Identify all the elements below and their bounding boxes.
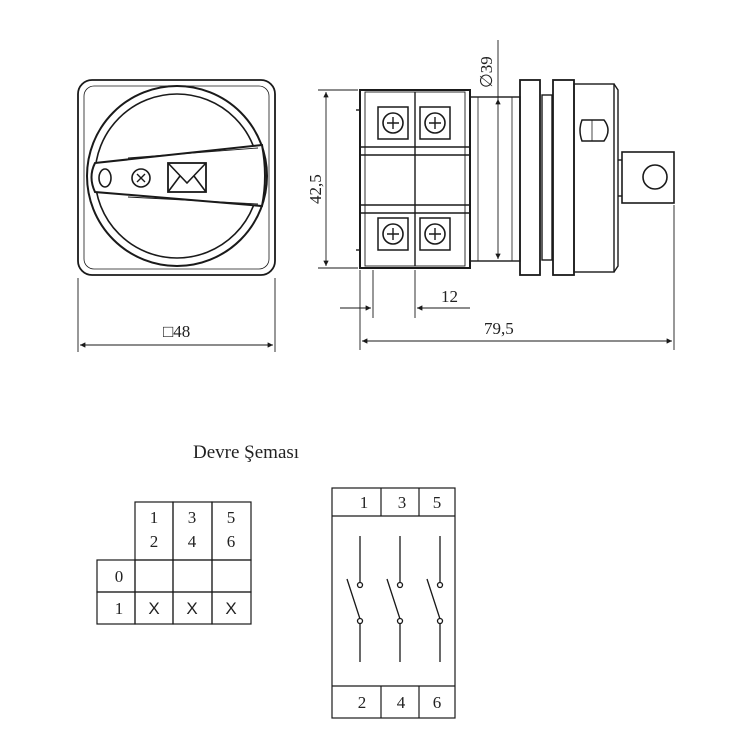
padlock-lug (621, 151, 675, 204)
row1-mark-1: X (148, 599, 159, 618)
width-dimension-label: □48 (163, 322, 190, 341)
bottom-terminal-4: 4 (397, 693, 406, 712)
contact-schematic (331, 487, 456, 719)
bottom-terminal-6: 6 (433, 693, 442, 712)
front-plate (77, 79, 276, 276)
contact-icon (386, 536, 404, 662)
switching-table (96, 501, 252, 625)
height-dimension-label: 42,5 (306, 174, 325, 204)
table-header-4: 4 (188, 532, 197, 551)
mounting-flange (519, 79, 541, 276)
front-view (77, 79, 276, 276)
terminal-screw-icon (419, 217, 451, 251)
contact-icon (346, 536, 364, 662)
table-header-1: 1 (150, 508, 159, 527)
row-label-0: 0 (115, 567, 124, 586)
side-view (356, 79, 675, 276)
terminal-screw-icon (377, 106, 409, 140)
bottom-terminal-2: 2 (358, 693, 367, 712)
padlock-hole-icon (642, 164, 668, 190)
rotary-handle (90, 143, 266, 208)
knob-ring (86, 85, 268, 267)
handle-pointer-icon (98, 168, 112, 188)
top-terminal-3: 3 (398, 493, 407, 512)
logo-icon (167, 162, 207, 193)
front-plate-side (552, 79, 575, 276)
terminal-screw-icon (377, 217, 409, 251)
table-header-6: 6 (227, 532, 236, 551)
row-label-1: 1 (115, 599, 124, 618)
terminal-screw-icon (419, 106, 451, 140)
depth-dimension-label: 79,5 (484, 319, 514, 338)
row1-mark-3: X (225, 599, 236, 618)
contact-icon (426, 536, 444, 662)
terminal-dimension-label: 12 (441, 287, 458, 306)
top-terminal-5: 5 (433, 493, 442, 512)
diameter-dimension-label: ∅39 (477, 56, 496, 88)
screw-icon (131, 168, 151, 188)
row1-mark-2: X (186, 599, 197, 618)
circuit-title: Devre Şeması (193, 442, 299, 463)
top-terminal-1: 1 (360, 493, 369, 512)
table-header-5: 5 (227, 508, 236, 527)
table-header-3: 3 (188, 508, 197, 527)
table-header-2: 2 (150, 532, 159, 551)
